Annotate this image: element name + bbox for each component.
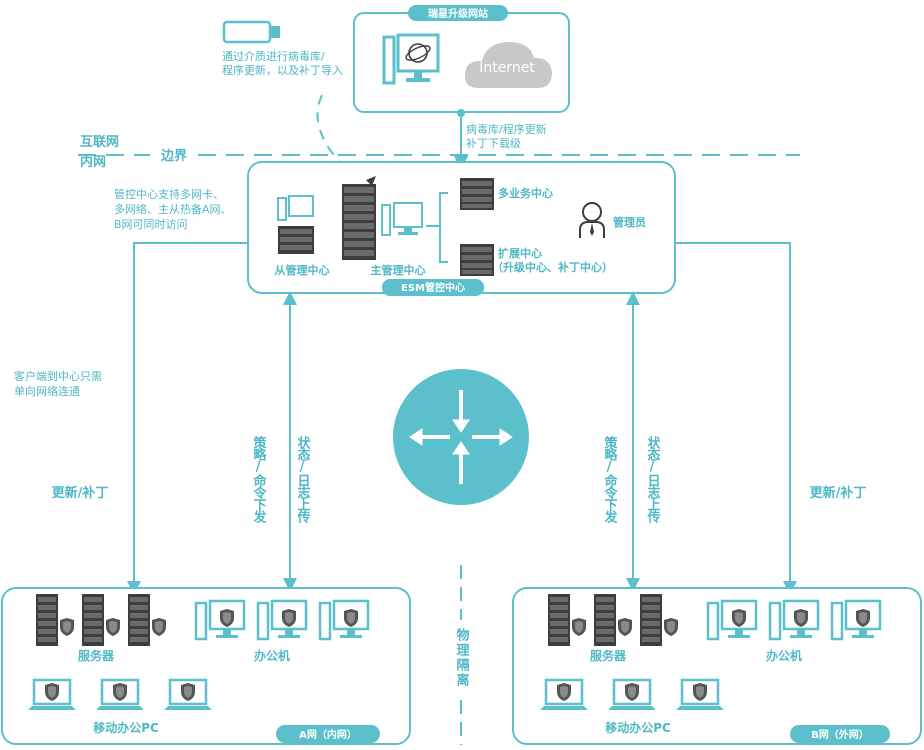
server-group-b [548,594,678,646]
policy-label-right: 策略/命令下发 [602,435,619,524]
intranet-side-label: 内网 [80,154,106,170]
extension-center-sub: （升级中心、补丁中心） [492,260,613,274]
upgrade-website-box [353,5,570,113]
esm-note-line3: B网可同时访问 [114,218,188,231]
esm-note-line2: 多网络、主从热备A网、 [114,202,232,216]
extension-center-label: 扩展中心 [498,246,542,260]
web-server-icon [382,33,440,85]
network-a-box [1,587,411,745]
master-center-icon [342,184,376,260]
admin-label: 管理员 [613,215,646,229]
download-note-line2: 补丁下载级 [466,137,521,150]
policy-label-left: 策略/命令下发 [251,435,268,524]
boundary-label: 边界 [160,148,187,164]
internet-label: Internet [479,60,535,76]
client-note-line2: 单向网络连通 [14,384,80,398]
admin-icon [579,202,605,238]
isolation-label: 物理隔离 [454,627,470,688]
server-group-a [36,594,166,646]
b-mobile-label: 移动办公PC [605,720,671,735]
router-icon [393,369,529,505]
a-servers-label: 服务器 [78,648,115,663]
master-pc-icon [381,202,423,236]
usb-icon [222,20,280,44]
slave-center-label: 从管理中心 [275,263,330,277]
b-servers-label: 服务器 [590,648,627,663]
network-b-title: B网（外网） [811,728,869,741]
extension-center-icon [460,244,494,276]
b-office-label: 办公机 [766,648,802,663]
usb-note-line1: 通过介质进行病毒库/ [222,49,325,63]
update-label-right: 更新/补丁 [810,485,867,501]
slave-center-icon [277,195,314,254]
multi-center-label: 多业务中心 [498,186,553,200]
client-note-line1: 客户端到中心只需 [14,369,102,383]
multi-center-icon [460,178,494,210]
usb-note-line2: 程序更新，以及补丁导入 [222,63,343,77]
a-office-label: 办公机 [254,648,290,663]
cloud-icon [464,42,552,88]
upgrade-website-title: 瑞星升级网站 [428,7,488,20]
esm-title: ESM管控中心 [401,281,465,294]
esm-center-box [247,161,676,296]
status-label-left: 状态/日志上传 [295,435,312,524]
network-a-title: A网（内网） [299,728,357,741]
status-label-right: 状态/日志上传 [645,435,662,524]
internet-side-label: 互联网 [80,135,119,150]
update-label-left: 更新/补丁 [52,485,109,501]
esm-note-line1: 管控中心支持多网卡、 [114,187,224,201]
network-b-box [512,587,922,745]
download-note-line1: 病毒库/程序更新 [466,122,547,136]
master-center-label: 主管理中心 [371,263,426,277]
a-mobile-label: 移动办公PC [93,720,159,735]
